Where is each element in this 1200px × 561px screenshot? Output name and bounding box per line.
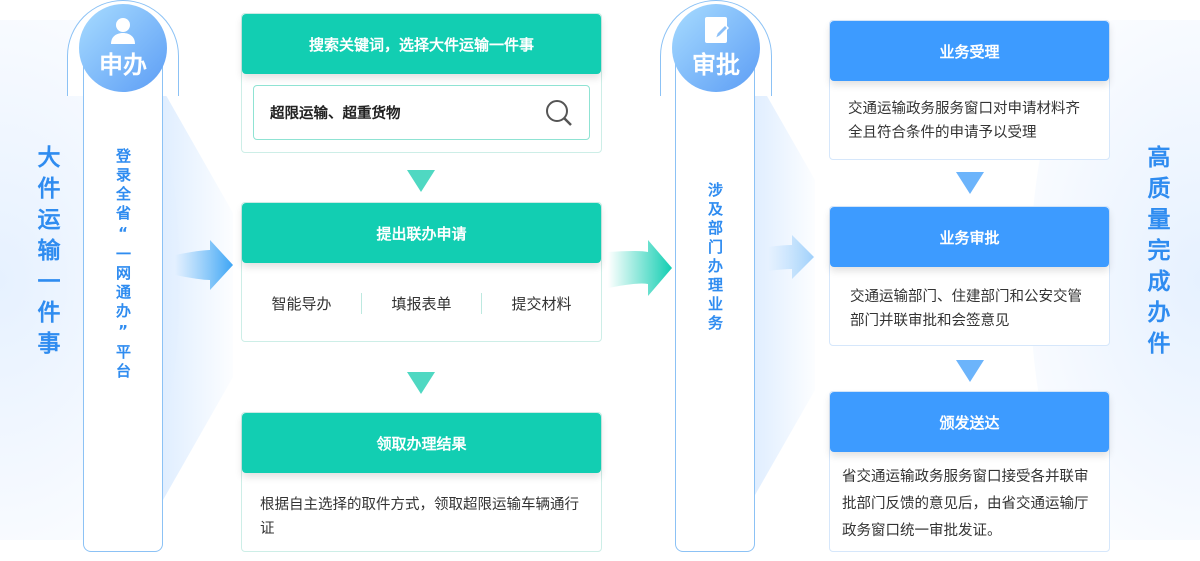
flow-cone bbox=[163, 90, 233, 500]
step-result-header: 领取办理结果 bbox=[242, 413, 601, 473]
option-form[interactable]: 填报表单 bbox=[362, 292, 482, 314]
option-materials[interactable]: 提交材料 bbox=[511, 294, 572, 313]
right-arrow-icon bbox=[768, 235, 814, 279]
option-guide[interactable]: 智能导办 bbox=[242, 292, 362, 314]
step-search-header: 搜索关键词，选择大件运输一件事 bbox=[242, 14, 601, 74]
approve-column bbox=[675, 60, 755, 552]
accept-text: 交通运输政务服务窗口对申请材料齐全且符合条件的申请予以受理 bbox=[848, 101, 1080, 141]
step-apply-card: 提出联办申请 智能导办 填报表单 提交材料 bbox=[241, 202, 602, 342]
right-arrow-icon bbox=[608, 240, 672, 296]
approve-label: 审批 bbox=[692, 51, 740, 79]
apply-desc: 登录全省“一网通办”平台 bbox=[114, 148, 132, 382]
search-icon[interactable] bbox=[545, 99, 573, 127]
issue-card: 颁发送达 省交通运输政务服务窗口接受各并联审批部门反馈的意见后，由省交通运输厅政… bbox=[829, 391, 1110, 552]
issue-header: 颁发送达 bbox=[830, 392, 1109, 452]
review-header: 业务审批 bbox=[830, 207, 1109, 267]
down-arrow-icon bbox=[956, 360, 984, 382]
right-arrow-icon bbox=[175, 240, 233, 290]
step-search-card: 搜索关键词，选择大件运输一件事 超限运输、超重货物 bbox=[241, 13, 602, 153]
user-icon bbox=[111, 18, 135, 44]
review-text: 交通运输部门、住建部门和公安交管部门并联审批和会签意见 bbox=[850, 289, 1082, 329]
approve-badge: 审批 bbox=[672, 4, 760, 92]
left-title: 大件运输一件事 bbox=[33, 145, 59, 362]
apply-badge: 申办 bbox=[79, 4, 167, 92]
apply-label: 申办 bbox=[99, 51, 147, 79]
down-arrow-icon bbox=[407, 170, 435, 192]
apply-column bbox=[83, 60, 163, 552]
step-apply-header: 提出联办申请 bbox=[242, 203, 601, 263]
search-input[interactable]: 超限运输、超重货物 bbox=[253, 85, 590, 140]
down-arrow-icon bbox=[407, 372, 435, 394]
accept-header: 业务受理 bbox=[830, 21, 1109, 81]
down-arrow-icon bbox=[956, 172, 984, 194]
step-result-card: 领取办理结果 根据自主选择的取件方式，领取超限运输车辆通行证 bbox=[241, 412, 602, 552]
edit-document-icon bbox=[705, 17, 729, 43]
accept-card: 业务受理 交通运输政务服务窗口对申请材料齐全且符合条件的申请予以受理 bbox=[829, 20, 1110, 160]
flow-cone bbox=[755, 75, 815, 495]
step-result-text: 根据自主选择的取件方式，领取超限运输车辆通行证 bbox=[260, 497, 579, 537]
review-card: 业务审批 交通运输部门、住建部门和公安交管部门并联审批和会签意见 bbox=[829, 206, 1110, 346]
search-value: 超限运输、超重货物 bbox=[270, 106, 401, 122]
approve-desc: 涉及部门办理业务 bbox=[706, 182, 724, 334]
issue-text: 省交通运输政务服务窗口接受各并联审批部门反馈的意见后，由省交通运输厅政务窗口统一… bbox=[842, 469, 1089, 539]
apply-options: 智能导办 填报表单 提交材料 bbox=[242, 263, 601, 343]
right-title: 高质量完成办件 bbox=[1143, 145, 1169, 362]
